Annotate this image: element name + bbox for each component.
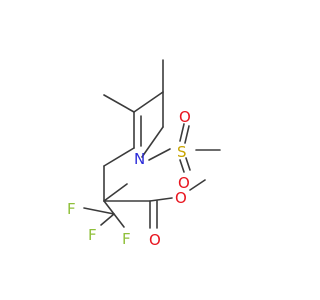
- atom-f1: F: [67, 200, 76, 218]
- atom-o1: O: [179, 108, 191, 126]
- bond-s1-o1-a: [179, 123, 185, 142]
- bond-s1-o1-b: [184, 125, 190, 144]
- bond-c4-c3: [103, 147, 135, 167]
- bond-c4-methyl: [103, 94, 135, 113]
- bond-c2-n1: [103, 183, 128, 202]
- bond-o-methyl: [189, 179, 206, 191]
- bond-s1-o2-a: [179, 159, 185, 173]
- bond-c6-c5: [133, 91, 164, 113]
- bond-ester-c-o: [149, 197, 173, 202]
- atom-f2: F: [88, 226, 97, 244]
- atom-f3: F: [122, 230, 131, 248]
- atom-n1: N: [134, 150, 145, 168]
- atom-s1: S: [177, 143, 187, 161]
- molecule-structure-diagram: N S O O O O F F F: [67, 59, 221, 249]
- atom-o4: O: [175, 189, 187, 207]
- bond-cf3-f1: [83, 207, 115, 215]
- bond-s1-o2-b: [185, 157, 191, 171]
- bond-cf3-f2: [100, 213, 115, 226]
- atom-o2: O: [178, 174, 190, 192]
- bond-c2-cf3: [103, 200, 115, 215]
- bond-n1-s1: [148, 148, 171, 161]
- bond-cf3-f3: [113, 213, 125, 228]
- bond-n1-c6: [141, 126, 164, 158]
- atom-o3: O: [149, 231, 161, 249]
